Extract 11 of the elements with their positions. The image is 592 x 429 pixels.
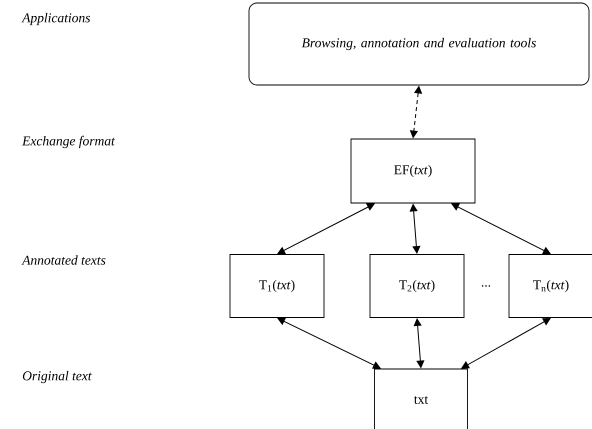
tool-box: Browsing, annotation and evaluation tools bbox=[248, 2, 590, 86]
layer-label: Applications bbox=[21, 12, 90, 26]
ellipsis: ... bbox=[482, 285, 490, 287]
layer-label: Annotated texts bbox=[21, 255, 106, 265]
layer-label: Exchange format bbox=[22, 136, 116, 148]
text-box: T$_{2}$(txt) bbox=[370, 254, 464, 318]
format-box: EF(txt) bbox=[350, 138, 476, 204]
text-box: txt bbox=[374, 368, 468, 429]
text-box: T$_{1}$(txt) bbox=[230, 254, 324, 318]
text-box: T$_{n}$(txt) bbox=[508, 254, 592, 318]
layer-label: Original text bbox=[22, 370, 92, 384]
